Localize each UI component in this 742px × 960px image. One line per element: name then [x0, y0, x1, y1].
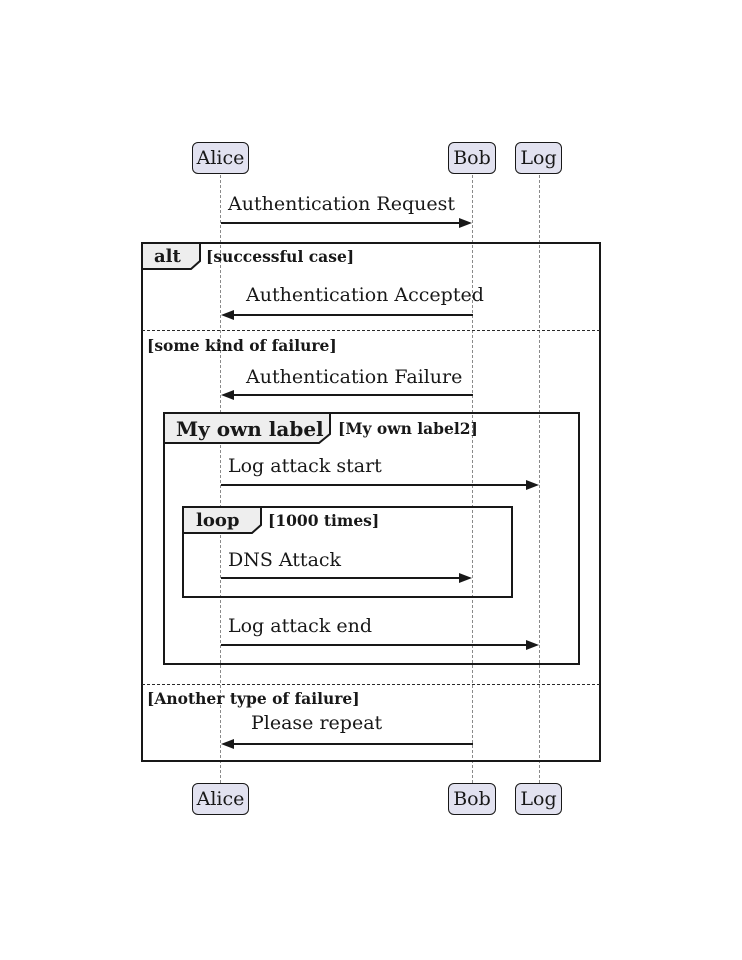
arrow-line [221, 222, 459, 224]
alt-frame: alt [successful case] [141, 242, 601, 762]
arrowhead-left-icon [221, 390, 234, 400]
divider-some-kind-of-failure [142, 330, 600, 331]
message-dns-attack: DNS Attack [228, 549, 342, 571]
arrow-line [234, 743, 473, 745]
divider-label: [Another type of failure] [147, 689, 360, 708]
message-log-attack-end: Log attack end [228, 615, 373, 637]
participant-label: Bob [453, 146, 491, 169]
arrow-line [234, 314, 473, 316]
group-keyword: My own label [176, 417, 324, 441]
alt-keyword: alt [154, 246, 181, 267]
participant-alice-top: Alice [192, 142, 249, 174]
divider-another-type-of-failure [142, 684, 600, 685]
alt-condition: [successful case] [206, 247, 355, 266]
group-header-pentagon [163, 412, 331, 444]
arrowhead-right-icon [459, 218, 472, 228]
lifeline-log [539, 175, 540, 783]
arrowhead-right-icon [459, 573, 472, 583]
message-authentication-request: Authentication Request [228, 193, 455, 215]
loop-keyword: loop [196, 510, 240, 531]
loop-condition: [1000 times] [268, 511, 380, 530]
arrowhead-right-icon [526, 480, 539, 490]
arrowhead-right-icon [526, 640, 539, 650]
message-authentication-accepted: Authentication Accepted [246, 284, 484, 306]
arrowhead-left-icon [221, 310, 234, 320]
participant-label: Log [520, 787, 557, 810]
loop-header-pentagon [182, 506, 262, 534]
arrow-line [234, 394, 473, 396]
group-condition: [My own label2] [338, 419, 478, 438]
arrow-line [221, 484, 527, 486]
arrow-line [221, 577, 459, 579]
arrowhead-left-icon [221, 739, 234, 749]
participant-label: Alice [196, 787, 245, 810]
alt-header-pentagon [141, 242, 201, 270]
participant-bob-bottom: Bob [448, 783, 496, 815]
loop-frame: loop [1000 times] [182, 506, 513, 598]
participant-log-top: Log [515, 142, 562, 174]
participant-label: Log [520, 146, 557, 169]
participant-alice-bottom: Alice [192, 783, 249, 815]
message-please-repeat: Please repeat [251, 712, 383, 734]
participant-label: Bob [453, 787, 491, 810]
group-frame-my-own-label: My own label [My own label2] [163, 412, 580, 665]
divider-label: [some kind of failure] [147, 336, 337, 355]
message-authentication-failure: Authentication Failure [246, 366, 463, 388]
participant-label: Alice [196, 146, 245, 169]
lifeline-bob [472, 175, 473, 783]
participant-bob-top: Bob [448, 142, 496, 174]
arrow-line [221, 644, 527, 646]
lifeline-alice [220, 175, 221, 783]
message-log-attack-start: Log attack start [228, 455, 382, 477]
participant-log-bottom: Log [515, 783, 562, 815]
